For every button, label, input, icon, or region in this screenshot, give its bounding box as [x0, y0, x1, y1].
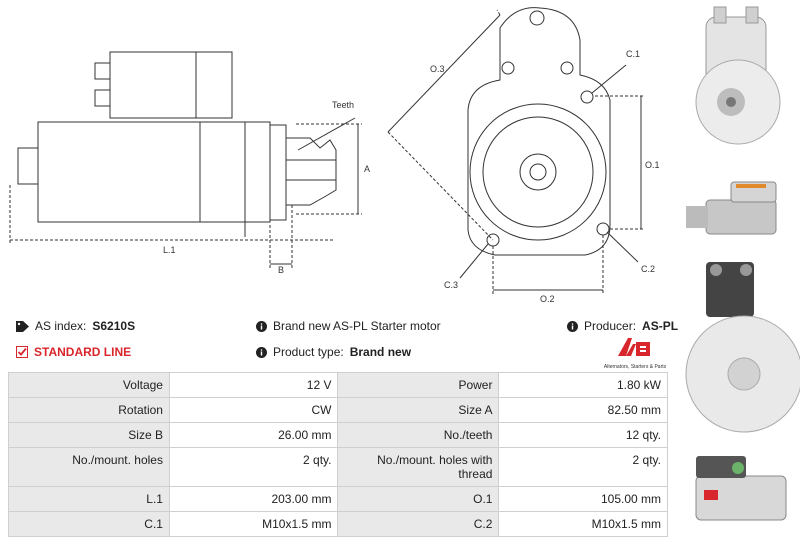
spec-label: Size B [8, 422, 170, 448]
info-icon [567, 320, 578, 332]
label-o3: O.3 [430, 64, 445, 74]
product-type-value: Brand new [349, 345, 412, 359]
technical-drawing: Teeth A B L.1 O.3 C.1 O.1 C.2 C.3 O.2 [9, 7, 660, 304]
spec-label: C.1 [8, 511, 170, 537]
description-row: Brand new AS-PL Starter motor [256, 319, 441, 333]
spec-value: 82.50 mm [498, 397, 668, 423]
checkbox-checked-icon [16, 346, 28, 358]
product-photo-front[interactable] [676, 2, 800, 180]
product-gallery [676, 0, 800, 539]
spec-label: Power [337, 372, 500, 398]
standard-line-label: STANDARD LINE [34, 345, 132, 359]
info-icon [256, 320, 267, 332]
product-description: Brand new AS-PL Starter motor [273, 319, 441, 333]
spec-label: No./mount. holes with thread [337, 447, 500, 487]
as-logo-mark [618, 338, 650, 356]
as-logo: Alternators, Starters & Parts [600, 336, 670, 370]
label-a: A [364, 164, 370, 174]
producer-label: Producer: [584, 319, 637, 333]
housing-circle [469, 103, 607, 241]
label-c3: C.3 [444, 280, 458, 290]
solenoid-side [109, 51, 233, 119]
motor-body-side [37, 121, 271, 223]
product-photo-side[interactable] [676, 178, 800, 246]
label-teeth: Teeth [332, 100, 354, 110]
spec-value: 2 qty. [168, 447, 339, 487]
logo-tagline: Alternators, Starters & Parts [603, 364, 667, 370]
spec-value: 203.00 mm [168, 486, 339, 512]
spec-label: Size A [337, 397, 500, 423]
as-index-value: S6210S [92, 319, 136, 333]
spec-label: Voltage [8, 372, 170, 398]
spec-label: No./teeth [337, 422, 500, 448]
spec-label: C.2 [337, 511, 500, 537]
label-c2: C.2 [641, 264, 655, 274]
product-photo-angle[interactable] [676, 452, 800, 538]
spec-value: CW [168, 397, 339, 423]
spec-value: 1.80 kW [498, 372, 668, 398]
spec-value: M10x1.5 mm [498, 511, 668, 537]
product-type-row: Product type: Brand new [256, 345, 411, 359]
standard-line-row: STANDARD LINE [16, 345, 131, 359]
spec-value: 26.00 mm [168, 422, 339, 448]
spec-value: 105.00 mm [498, 486, 668, 512]
spec-value: M10x1.5 mm [168, 511, 339, 537]
spec-label: Rotation [8, 397, 170, 423]
spec-value: 2 qty. [498, 447, 668, 487]
as-index-label: AS index: [35, 319, 87, 333]
info-icon [256, 346, 267, 358]
as-index-row: AS index: S6210S [16, 319, 135, 333]
producer-value: AS-PL [642, 319, 679, 333]
spec-label: L.1 [8, 486, 170, 512]
mount-flange-front [467, 7, 611, 256]
label-o1: O.1 [645, 160, 660, 170]
spec-label: No./mount. holes [8, 447, 170, 487]
label-b: B [278, 265, 284, 275]
label-o2: O.2 [540, 294, 555, 304]
product-type-label: Product type: [273, 345, 344, 359]
label-c1: C.1 [626, 49, 640, 59]
spec-value: 12 qty. [498, 422, 668, 448]
tag-icon [16, 320, 29, 332]
label-l1: L.1 [163, 245, 176, 255]
spec-label: O.1 [337, 486, 500, 512]
product-photo-rear[interactable] [676, 252, 800, 452]
producer-row: Producer: AS-PL [567, 319, 678, 333]
spec-value: 12 V [168, 372, 339, 398]
